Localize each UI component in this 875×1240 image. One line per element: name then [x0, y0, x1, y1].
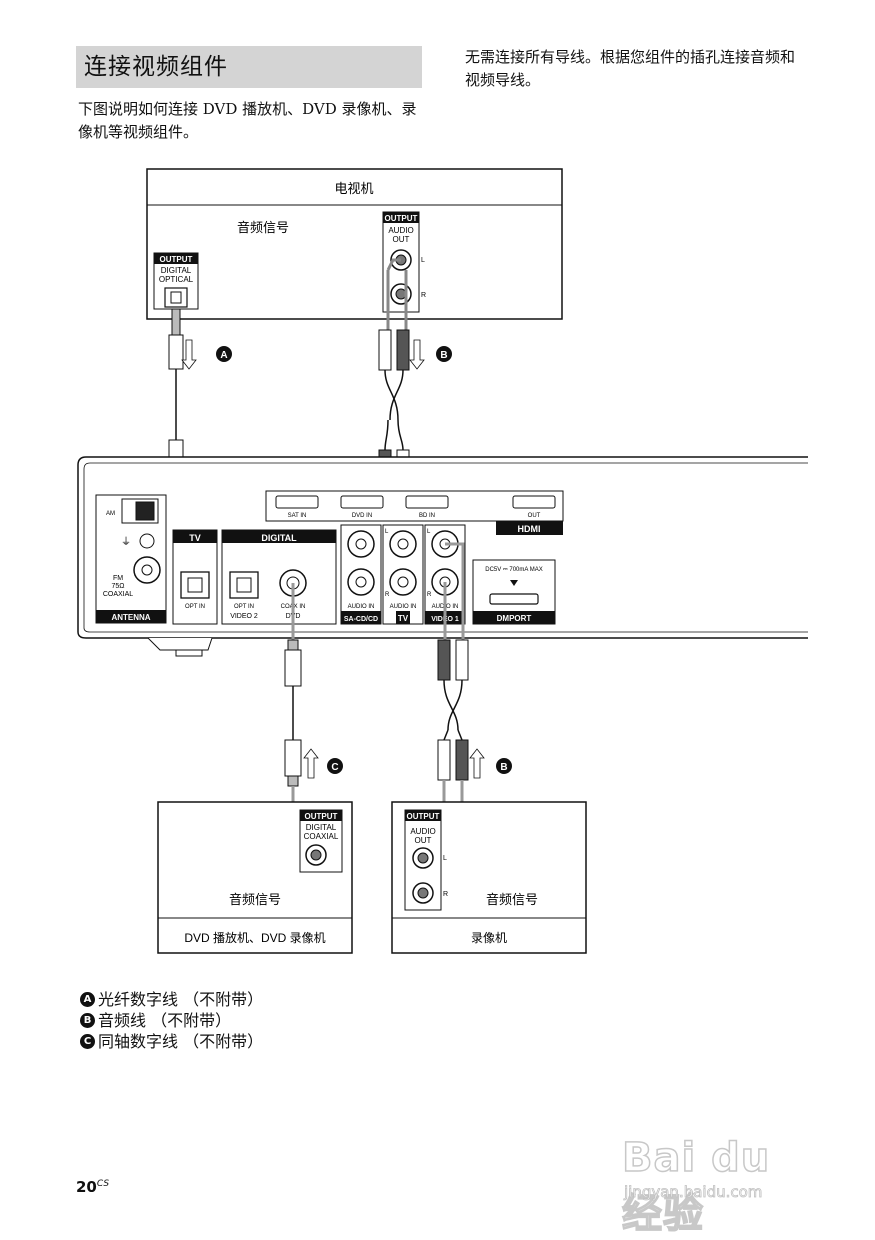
dvd-signal-label: 音频信号	[229, 892, 281, 907]
tv-audio-l: L	[421, 257, 425, 264]
dmport-section: DC5V ⎓ 700mA MAX DMPORT	[472, 559, 556, 625]
sacd-jack-label: AUDIO IN	[348, 604, 375, 610]
tv-title: 电视机	[334, 181, 373, 196]
legend-badge-a: A	[80, 992, 95, 1007]
watermark-url: jingyan.baidu.com	[624, 1183, 763, 1202]
hdmi-sat-in: SAT IN	[288, 513, 307, 519]
marker-b-top	[436, 346, 452, 362]
hdmi-dvd-in: DVD IN	[352, 513, 372, 519]
legend-text-b: 音频线 （不附带）	[98, 1011, 232, 1030]
tv-audio-line2: OUT	[393, 235, 410, 244]
watermark-brand: Bai du 经验	[621, 1134, 771, 1238]
marker-a	[216, 346, 232, 362]
audio-in-r-1: R	[385, 592, 390, 598]
legend-text-a: 光纤数字线 （不附带）	[98, 990, 264, 1009]
dvd-coax-tag: OUTPUT	[305, 812, 338, 821]
audio-in-r-2: R	[427, 592, 432, 598]
vcr-audio-l: L	[443, 855, 447, 862]
digital-section: DIGITAL OPT IN VIDEO 2 COAX IN DVD	[221, 529, 337, 625]
digital-opt-in-2: VIDEO 2	[230, 613, 258, 620]
page-number-suffix: CS	[96, 1179, 110, 1189]
audio-in-video1: L R AUDIO IN VIDEO 1	[424, 524, 466, 625]
dvd-player-box: OUTPUT DIGITAL COAXIAL 音频信号 DVD 播放机、DVD …	[157, 801, 353, 954]
tv-optical-line1: DIGITAL	[161, 266, 192, 275]
antenna-fm-line2: 75Ω	[111, 583, 124, 590]
antenna-am: AM	[106, 511, 115, 517]
legend-badge-c: C	[80, 1034, 95, 1049]
digital-label: DIGITAL	[261, 533, 297, 543]
marker-b-bottom	[496, 758, 512, 774]
vcr-audio-r: R	[443, 891, 448, 898]
dvd-caption: DVD 播放机、DVD 录像机	[184, 930, 325, 945]
dmport-label: DMPORT	[497, 614, 532, 623]
vcr-caption: 录像机	[471, 931, 507, 945]
vcr-audio-line2: OUT	[415, 836, 432, 845]
receiver-panel: AM ⏚ FM 75Ω COAXIAL ANTENNA HDMI SAT IN …	[77, 456, 808, 657]
dvd-coax-line1: DIGITAL	[306, 823, 337, 832]
tv-box: 电视机 音频信号 OUTPUT DIGITAL OPTICAL OUTPUT A…	[146, 168, 563, 320]
hdmi-out: OUT	[528, 513, 541, 519]
page-number: 20CS	[76, 1178, 109, 1196]
svg-text:⏚: ⏚	[121, 536, 131, 548]
audio-in-l-1: L	[385, 529, 389, 535]
dmport-spec: DC5V ⎓ 700mA MAX	[485, 567, 542, 573]
intro-text-left: 下图说明如何连接 DVD 播放机、DVD 录像机、录像机等视频组件。	[78, 100, 417, 141]
marker-b-top-letter: B	[440, 350, 447, 361]
tv-optical-output: OUTPUT DIGITAL OPTICAL	[153, 252, 199, 310]
tv-audio-line1: AUDIO	[388, 226, 413, 235]
tv-audio-tag: OUTPUT	[385, 214, 418, 223]
legend-item-b: B 音频线 （不附带）	[80, 1010, 263, 1031]
legend-badge-b: B	[80, 1013, 95, 1028]
dvd-coax-line2: COAXIAL	[304, 832, 339, 841]
audio-in-tv: L R AUDIO IN TV	[382, 524, 424, 625]
vcr-audio-tag: OUTPUT	[407, 812, 440, 821]
vcr-audio-line1: AUDIO	[410, 827, 435, 836]
section-title: 连接视频组件	[76, 46, 422, 88]
hdmi-label: HDMI	[518, 524, 541, 534]
baidu-watermark: Bai du 经验 jingyan.baidu.com	[621, 1134, 822, 1238]
tv-opt-in: OPT IN	[185, 604, 205, 610]
tv-audio-r: R	[421, 292, 426, 299]
marker-c-letter: C	[331, 762, 338, 773]
tv-optical-section: TV OPT IN	[172, 529, 218, 625]
audio-in-l-2: L	[427, 529, 431, 535]
marker-a-letter: A	[220, 350, 227, 361]
intro-text-right: 无需连接所有导线。根据您组件的插孔连接音频和视频导线。	[465, 48, 796, 89]
legend-item-c: C 同轴数字线 （不附带）	[80, 1031, 263, 1052]
legend-item-a: A 光纤数字线 （不附带）	[80, 989, 263, 1010]
antenna-fm-line3: COAXIAL	[103, 591, 133, 598]
tv-audio-jack-label: AUDIO IN	[390, 604, 417, 610]
legend-text-c: 同轴数字线 （不附带）	[98, 1032, 264, 1051]
tv-optical-line2: OPTICAL	[159, 275, 194, 284]
vcr-box: OUTPUT AUDIO OUT L R 音频信号 录像机	[391, 801, 587, 954]
page-number-value: 20	[76, 1178, 97, 1196]
hdmi-section: HDMI SAT IN DVD IN BD IN OUT	[265, 490, 564, 535]
digital-opt-in-1: OPT IN	[234, 604, 254, 610]
antenna-label: ANTENNA	[111, 613, 150, 622]
tv-audio-label: TV	[398, 614, 409, 623]
marker-b-bottom-letter: B	[500, 762, 507, 773]
marker-c	[327, 758, 343, 774]
cable-legend: A 光纤数字线 （不附带） B 音频线 （不附带） C 同轴数字线 （不附带）	[80, 989, 263, 1052]
tv-signal-label: 音频信号	[237, 220, 289, 235]
audio-in-sacd: AUDIO IN SA-CD/CD	[340, 524, 382, 625]
vcr-signal-label: 音频信号	[486, 892, 538, 907]
antenna-fm-line1: FM	[113, 575, 123, 582]
tv-optical-tag: OUTPUT	[160, 255, 193, 264]
sacd-label: SA-CD/CD	[344, 616, 378, 623]
hdmi-bd-in: BD IN	[419, 513, 435, 519]
antenna-section: AM ⏚ FM 75Ω COAXIAL ANTENNA	[95, 494, 167, 624]
tv-section-label: TV	[189, 533, 201, 543]
